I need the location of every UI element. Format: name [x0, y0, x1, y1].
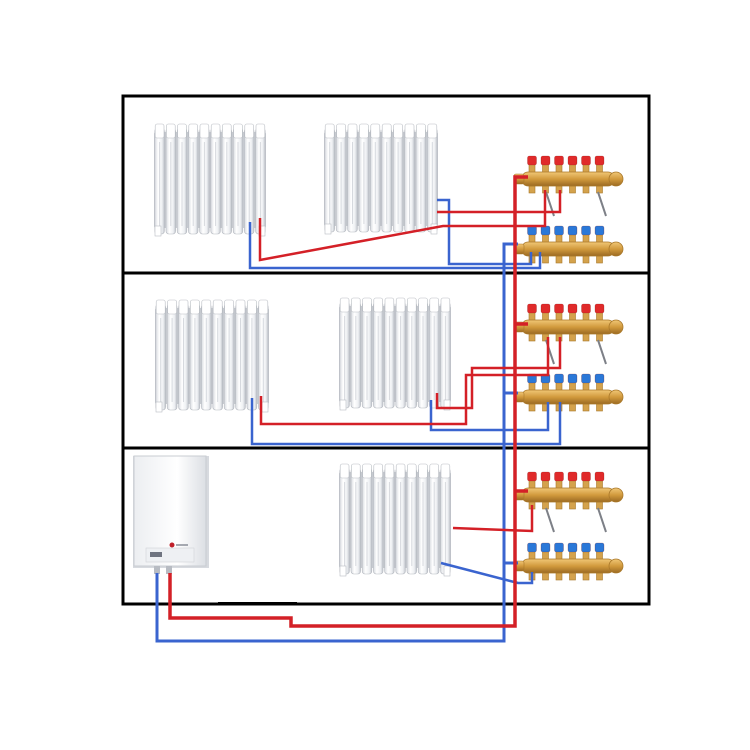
radiator-fin: [154, 123, 165, 235]
radiator-f1-1: [339, 463, 451, 577]
radiator-fin: [324, 123, 335, 233]
gas-boiler: [133, 455, 209, 574]
radiator-fin: [373, 463, 384, 575]
radiator-fin: [244, 123, 255, 235]
radiator-fin: [440, 463, 451, 575]
radiator-fin: [361, 297, 373, 409]
supply-riser-main: [168, 175, 528, 628]
building-frame: [121, 94, 651, 606]
radiator-fin: [350, 297, 361, 409]
boiler-logo: [169, 542, 175, 548]
manifold-valve: [581, 471, 591, 510]
radiator-fin: [201, 299, 212, 411]
radiator-fin: [381, 123, 392, 233]
radiator-fin: [373, 297, 384, 409]
manifold-valve: [554, 225, 564, 264]
return-manifold-f1: [513, 542, 624, 581]
radiator-fin: [417, 463, 429, 575]
manifold-valve: [554, 542, 564, 581]
manifold-valve: [581, 373, 591, 412]
radiator-f2-1: [155, 299, 269, 413]
radiator-fin: [395, 463, 406, 575]
pipes-group: [155, 175, 562, 643]
radiator-fin: [199, 123, 210, 235]
return-pipe-f2-rad1: [250, 398, 562, 446]
radiator-f2-2: [339, 297, 451, 411]
radiator-fin: [406, 297, 417, 409]
radiator-fin: [361, 463, 373, 575]
radiator-fin: [212, 299, 223, 411]
radiator-f3-1: [154, 123, 266, 237]
manifold-valve: [594, 225, 605, 264]
supply-manifold-f3: [513, 155, 624, 217]
radiator-fin: [347, 123, 358, 233]
radiator-fin: [384, 297, 395, 409]
radiator-fin: [339, 297, 350, 409]
radiator-fin: [429, 297, 440, 409]
manifold-valve: [567, 542, 578, 581]
supply-manifold-f1: [513, 471, 624, 533]
manifold-valve: [581, 155, 591, 194]
return-riser-main: [155, 242, 518, 643]
radiator-fin: [232, 123, 244, 235]
radiator-fin: [417, 297, 429, 409]
supply-pipe-f3-rad1: [258, 190, 547, 262]
radiator-fin: [339, 463, 350, 575]
return-manifold-f2: [513, 373, 624, 412]
radiator-fin: [440, 297, 451, 409]
supply-pipe-f3-rad2: [437, 190, 562, 214]
supply-manifold-f2: [513, 303, 624, 365]
return-pipe-f1-rad: [440, 561, 534, 585]
radiators-group: [154, 123, 451, 577]
manifold-valve: [540, 155, 551, 194]
radiator-fin: [166, 299, 178, 411]
radiator-fin: [370, 123, 381, 233]
radiator-fin: [255, 123, 266, 235]
radiator-fin: [429, 463, 440, 575]
radiator-fin: [415, 123, 427, 233]
boiler-control-panel: [145, 547, 195, 563]
radiator-fin: [165, 123, 176, 235]
radiator-fin: [392, 123, 404, 233]
radiator-fin: [406, 463, 417, 575]
supply-pipe-f2-rad2: [435, 337, 562, 410]
radiator-fin: [223, 299, 235, 411]
return-pipe-f3-rad2: [437, 198, 533, 266]
manifold-valve: [567, 225, 578, 264]
radiator-fin: [335, 123, 347, 233]
manifold-valve: [594, 155, 605, 194]
radiator-fin: [155, 299, 166, 411]
manifolds-group: [513, 155, 624, 581]
radiator-fin: [427, 123, 438, 233]
manifold-valve: [527, 155, 537, 194]
radiator-fin: [384, 463, 395, 575]
manifold-valve: [567, 373, 578, 412]
radiator-fin: [189, 299, 201, 411]
radiator-fin: [176, 123, 188, 235]
radiator-fin: [246, 299, 258, 411]
boiler-display: [150, 552, 162, 557]
radiator-fin: [178, 299, 189, 411]
radiator-fin: [210, 123, 221, 235]
manifold-valve: [581, 303, 591, 342]
return-manifold-f3: [513, 225, 624, 264]
radiator-fin: [221, 123, 232, 235]
return-pipe-f3-rad1: [248, 222, 542, 270]
radiator-fin: [235, 299, 246, 411]
radiator-fin: [358, 123, 370, 233]
manifold-valve: [594, 373, 605, 412]
radiator-fin: [395, 297, 406, 409]
supply-pipe-f1-rad: [452, 505, 534, 533]
radiator-f3-2: [324, 123, 438, 235]
return-pipe-f2-rad2: [429, 400, 550, 432]
radiator-fin: [404, 123, 415, 233]
radiator-fin: [350, 463, 361, 575]
floor-frame-1: [121, 446, 651, 606]
radiator-fin: [258, 299, 269, 411]
boiler-group: [133, 455, 209, 574]
radiator-fin: [188, 123, 199, 235]
